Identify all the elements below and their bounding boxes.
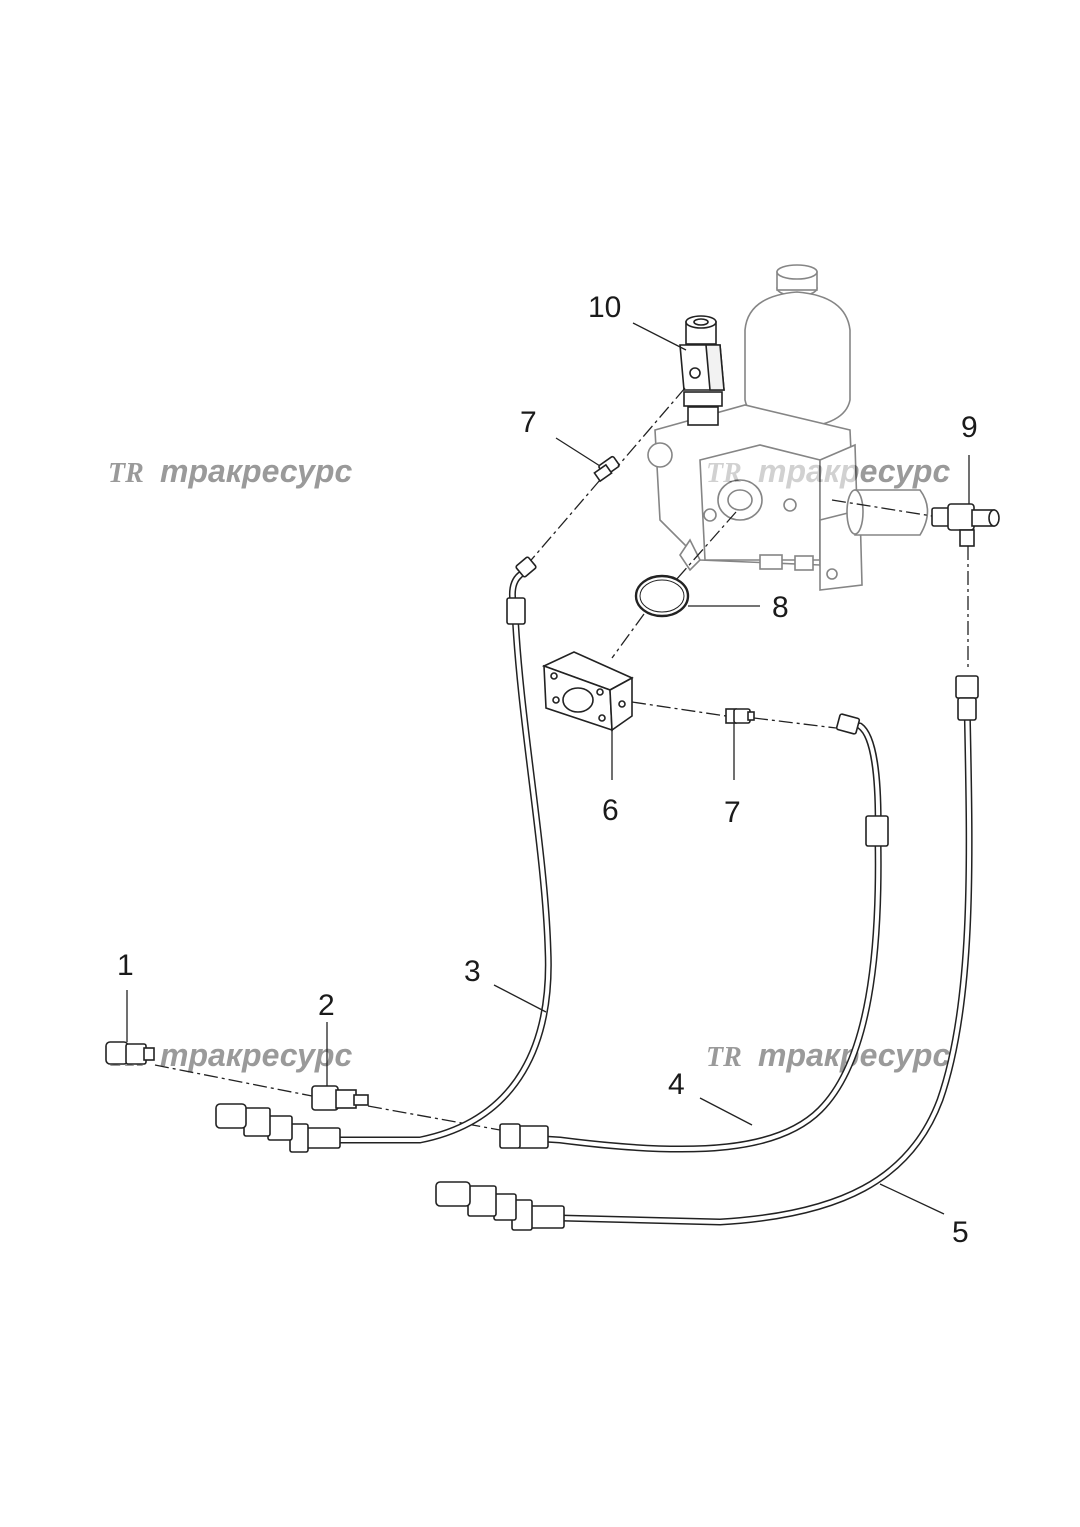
flange-part-6 (541, 651, 634, 780)
elbow-fitting-part-9 (931, 455, 1000, 547)
callout-1: 1 (117, 949, 134, 982)
watermark-text: тракресурс (160, 453, 352, 489)
callout-7-lower: 7 (724, 796, 741, 829)
watermark-logo: TR (108, 458, 144, 489)
hose-part-3 (215, 556, 552, 1153)
watermark-top-left: TR тракресурс (108, 453, 352, 489)
adapter-part-7-upper (555, 437, 620, 483)
watermark-bottom-left: TR тракресурс (108, 1037, 352, 1073)
watermark-bottom-right: TR тракресурс (706, 1037, 950, 1073)
callout-10: 10 (588, 291, 621, 324)
adapter-part-2 (311, 1022, 369, 1111)
callout-labels: 1 2 3 4 5 6 7 7 8 9 10 (117, 291, 978, 1249)
connector-part-1 (105, 990, 155, 1065)
callout-8: 8 (772, 591, 789, 624)
assembly-center-lines (154, 387, 969, 1131)
callout-4: 4 (668, 1068, 685, 1101)
callout-9: 9 (961, 411, 978, 444)
hose-part-5 (435, 675, 979, 1231)
watermark-logo: TR (706, 1042, 742, 1073)
callout-6: 6 (602, 794, 619, 827)
watermark-text: тракресурс (160, 1037, 352, 1073)
valve-block-assembly (647, 264, 929, 591)
callout-7-upper: 7 (520, 406, 537, 439)
o-ring-part-8 (634, 574, 760, 618)
callout-5: 5 (952, 1216, 969, 1249)
adapter-part-7-lower (725, 708, 755, 780)
pressure-switch-part-10 (632, 315, 725, 426)
hose-part-4 (499, 713, 889, 1153)
callout-2: 2 (318, 989, 335, 1022)
callout-3: 3 (464, 955, 481, 988)
